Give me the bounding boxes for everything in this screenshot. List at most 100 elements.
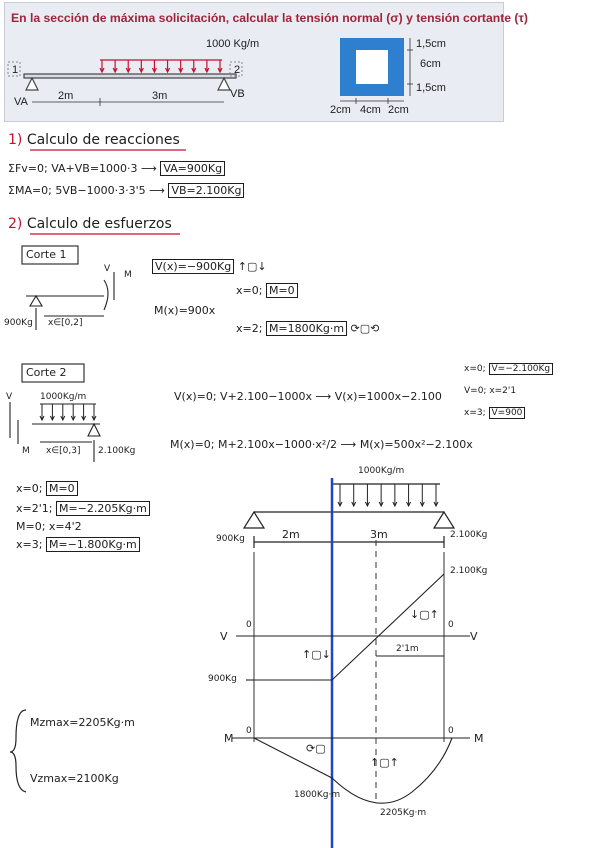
zero-cross-label: 2'1m bbox=[396, 644, 419, 654]
eq2-result: VB=2.100Kg bbox=[168, 183, 245, 198]
corte1-m-eq: M(x)=900x bbox=[154, 304, 216, 317]
banner-load-label: 1000 Kg/m bbox=[206, 38, 260, 50]
section-web-height: 6cm bbox=[420, 58, 441, 70]
m-axis-left: M bbox=[224, 732, 234, 745]
corte2-v-case3-box: V=900 bbox=[488, 407, 526, 419]
corte1-case2-left: x=2; bbox=[236, 322, 263, 335]
summary-brace bbox=[9, 709, 27, 793]
corte1-m-case1: x=0; M=0 bbox=[236, 283, 298, 298]
span-1-label: 2m bbox=[58, 90, 74, 102]
diagram-load: 1000Kg/m bbox=[358, 466, 405, 476]
corte2-v-case1: x=0; V=−2.100Kg bbox=[464, 363, 554, 375]
load-arrow-head bbox=[337, 501, 343, 508]
v-min-label: 900Kg bbox=[208, 674, 237, 684]
corte1-v-symbol: V bbox=[104, 264, 111, 274]
span-2-label: 3m bbox=[152, 90, 168, 102]
section1-number: 1) bbox=[8, 132, 23, 148]
m-min-label: 2205Kg·m bbox=[380, 808, 427, 818]
banner-dimensions bbox=[32, 98, 224, 106]
reaction-a-label: VA bbox=[14, 96, 28, 108]
problem-title: En la sección de máxima solicitación, ca… bbox=[11, 11, 528, 25]
shear-sign-left: ↑▢↓ bbox=[302, 648, 331, 661]
main-load-arrows bbox=[337, 484, 439, 508]
load-arrow-head bbox=[406, 501, 412, 508]
moment-sign-left: ⟳▢ bbox=[306, 742, 326, 755]
eq2: ΣMA=0; 5VB−1000·3·3'5 ⟶ VB=2.100Kg bbox=[8, 183, 245, 198]
corte2-m-eq-text: M(x)=0; M+2.100x−1000·x²/2 bbox=[170, 438, 338, 451]
node-2-box bbox=[229, 61, 243, 77]
diagram-rb: 2.100Kg bbox=[450, 530, 488, 540]
v-max-label: 2.100Kg bbox=[450, 566, 488, 576]
load-arrow-head bbox=[112, 67, 118, 74]
cross-section bbox=[340, 38, 413, 104]
m-zero-left: 0 bbox=[246, 726, 252, 736]
moment-diagram bbox=[232, 737, 470, 804]
section-flange-bottom: 1,5cm bbox=[416, 82, 446, 94]
load-arrow-head bbox=[70, 415, 76, 422]
corte2-m-case1-box: M=0 bbox=[45, 481, 78, 496]
corte1-v-eq-box: V(x)=−900Kg bbox=[152, 259, 235, 274]
load-arrow-head bbox=[433, 501, 439, 508]
corte2-m-case2b: M=0; x=4'2 bbox=[16, 520, 82, 533]
v-zero-left: 0 bbox=[246, 620, 252, 630]
eq1-text: ΣFv=0; VA+VB=1000·3 bbox=[8, 162, 138, 175]
node-2-label: 2 bbox=[234, 64, 241, 76]
corte2-v-case3: x=3; V=900 bbox=[464, 407, 526, 419]
corte2-range: x∈[0,3] bbox=[46, 446, 81, 456]
section2-heading: 2) Calculo de esfuerzos bbox=[8, 216, 172, 232]
corte2-m-eq: M(x)=0; M+2.100x−1000·x²/2 ⟶ M(x)=500x²−… bbox=[170, 438, 473, 451]
diagram-ra: 900Kg bbox=[216, 534, 245, 544]
corte2-m-case3-left: x=3; bbox=[16, 538, 43, 551]
load-arrow-head bbox=[49, 415, 55, 422]
banner-load-arrows bbox=[99, 60, 223, 74]
corte1-case1-box: M=0 bbox=[265, 283, 298, 298]
node-1-box bbox=[7, 61, 21, 77]
eq1: ΣFv=0; VA+VB=1000·3 ⟶ VA=900Kg bbox=[8, 161, 226, 176]
load-arrow-head bbox=[165, 67, 171, 74]
corte2-m-case2-box: M=−2.205Kg·m bbox=[55, 501, 150, 516]
load-arrow-head bbox=[99, 67, 105, 74]
corte2-m-case2-left: x=2'1; bbox=[16, 502, 53, 515]
summary-mz: Mzmax=2205Kg·m bbox=[30, 716, 135, 729]
shear-sign-right: ↓▢↑ bbox=[410, 608, 439, 621]
summary-vz: Vzmax=2100Kg bbox=[30, 772, 119, 785]
eq2-text: ΣMA=0; 5VB−1000·3·3'5 bbox=[8, 184, 146, 197]
load-arrow-head bbox=[91, 415, 97, 422]
diagram-span-2: 3m bbox=[370, 528, 388, 541]
load-arrow-head bbox=[364, 501, 370, 508]
corte2-m-case1: x=0; M=0 bbox=[16, 481, 78, 496]
v-axis-left: V bbox=[220, 630, 228, 643]
section2-number: 2) bbox=[8, 216, 23, 232]
corte1-range: x∈[0,2] bbox=[48, 318, 83, 328]
v-axis-right: V bbox=[470, 630, 478, 643]
m-axis-right: M bbox=[474, 732, 484, 745]
corte1-m-symbol: M bbox=[124, 270, 132, 280]
section-wall-left: 2cm bbox=[330, 104, 351, 116]
corte1-sketch bbox=[21, 245, 115, 330]
corte2-m-case3: x=3; M=−1.800Kg·m bbox=[16, 537, 140, 552]
load-arrow-head bbox=[191, 67, 197, 74]
v-zero-right: 0 bbox=[448, 620, 454, 630]
load-arrow-head bbox=[378, 501, 384, 508]
load-arrow-head bbox=[125, 67, 131, 74]
corte2-load: 1000Kg/m bbox=[40, 392, 87, 402]
corte2-m-case2: x=2'1; M=−2.205Kg·m bbox=[16, 501, 150, 516]
diagram-span-1: 2m bbox=[282, 528, 300, 541]
corte2-m-result: M(x)=500x²−2.100x bbox=[359, 438, 473, 451]
corte1-m-case2: x=2; M=1800Kg·m ⟳▢⟲ bbox=[236, 321, 380, 336]
corte2-reaction: 2.100Kg bbox=[98, 446, 136, 456]
corte2-v-case2: V=0; x=2'1 bbox=[464, 386, 517, 396]
section1-title: Calculo de reacciones bbox=[26, 132, 180, 148]
corte1-load: 900Kg bbox=[4, 318, 33, 328]
corte2-m-case3-box: M=−1.800Kg·m bbox=[45, 537, 140, 552]
corte2-v-symbol: V bbox=[6, 392, 13, 402]
corte1-case1-left: x=0; bbox=[236, 284, 263, 297]
reaction-b-label: VB bbox=[230, 88, 245, 100]
m-zero-right: 0 bbox=[448, 726, 454, 736]
corte2-v-eq: V(x)=0; V+2.100−1000x ⟶ V(x)=1000x−2.100 bbox=[174, 390, 442, 403]
load-arrow-head bbox=[39, 415, 45, 422]
load-arrow-head bbox=[419, 501, 425, 508]
section-wall-right: 2cm bbox=[388, 104, 409, 116]
corte1-v-eq: V(x)=−900Kg ↑▢↓ bbox=[152, 259, 267, 274]
